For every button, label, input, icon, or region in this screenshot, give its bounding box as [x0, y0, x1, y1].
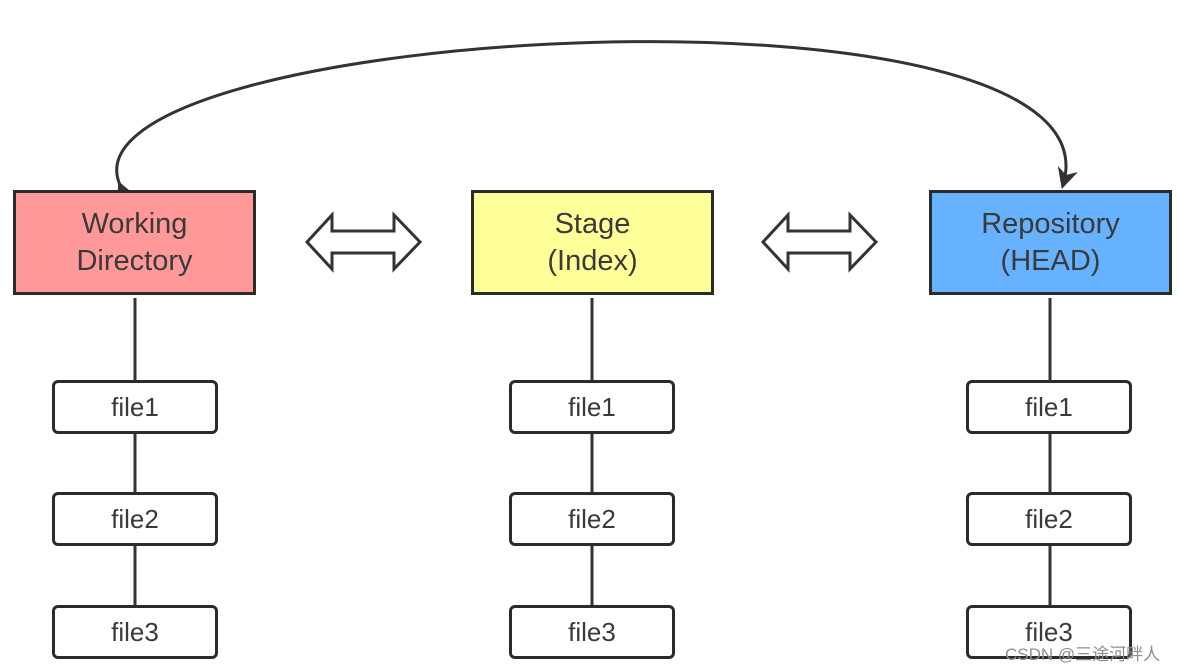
stage-file2-box: file2: [509, 492, 675, 546]
stage-label-line1: Stage: [554, 207, 631, 240]
working-repository-arc: [115, 40, 1078, 205]
repository-file1-box: file1: [966, 380, 1132, 434]
stage-file3-box: file3: [509, 605, 675, 659]
working-directory-label-line2: Directory: [76, 244, 193, 277]
stage-file1-box: file1: [509, 380, 675, 434]
repository-label-line1: Repository: [981, 207, 1120, 240]
repository-file2-box: file2: [966, 492, 1132, 546]
repository-label-line2: (HEAD): [1000, 244, 1101, 277]
stage-label-line2: (Index): [547, 244, 638, 277]
working-file1-box: file1: [52, 380, 218, 434]
stage-index-box: Stage (Index): [471, 190, 714, 295]
working-directory-box: Working Directory: [13, 190, 256, 295]
stage-repository-double-arrow: [760, 211, 879, 273]
working-stage-double-arrow: [304, 211, 423, 273]
working-directory-label-line1: Working: [81, 207, 188, 240]
working-file2-box: file2: [52, 492, 218, 546]
repository-head-box: Repository (HEAD): [929, 190, 1172, 295]
repository-file3-box: file3: [966, 605, 1132, 659]
working-file3-box: file3: [52, 605, 218, 659]
csdn-watermark: CSDN @三途河畔人: [1005, 645, 1161, 664]
